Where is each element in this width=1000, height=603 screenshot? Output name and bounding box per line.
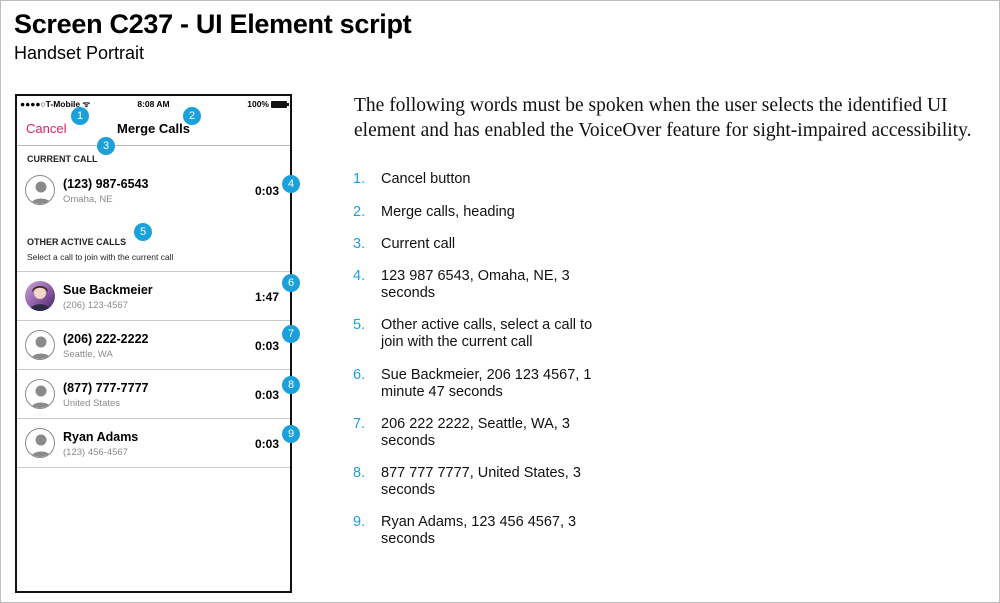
call-location: Seattle, WA <box>63 349 113 360</box>
call-duration: 0:03 <box>254 339 279 353</box>
script-item: 8. 877 777 7777, United States, 3 seconds <box>353 465 613 499</box>
avatar-placeholder-icon <box>25 379 55 409</box>
list-item-call[interactable]: (206) 222-2222 Seattle, WA 0:03 <box>17 321 290 369</box>
script-item: 7. 206 222 2222, Seattle, WA, 3 seconds <box>353 416 613 450</box>
annotation-badge: 1 <box>71 107 89 125</box>
script-item-number: 3. <box>353 236 366 252</box>
script-item-number: 7. <box>353 416 366 432</box>
script-item: 9. Ryan Adams, 123 456 4567, 3 seconds <box>353 514 613 548</box>
annotation-badge: 5 <box>134 223 152 241</box>
call-duration: 0:03 <box>254 388 279 402</box>
divider <box>17 369 290 370</box>
script-item: 4. 123 987 6543, Omaha, NE, 3 seconds <box>353 268 613 302</box>
script-list: 1. Cancel button 2. Merge calls, heading 3… <box>353 171 613 548</box>
page-subtitle: Handset Portrait <box>14 43 145 63</box>
avatar-placeholder-icon <box>25 428 55 458</box>
script-item-number: 2. <box>353 204 366 220</box>
script-item-text: Sue Backmeier, 206 123 4567, 1 minute 47… <box>381 367 592 400</box>
avatar-placeholder-icon <box>25 330 55 360</box>
script-item-text: Other active calls, select a call to joi… <box>381 317 593 350</box>
status-time: 8:08 AM <box>137 99 170 109</box>
script-item: 6. Sue Backmeier, 206 123 4567, 1 minute … <box>353 367 613 401</box>
list-item-call[interactable]: Sue Backmeier (206) 123-4567 1:47 <box>17 272 290 320</box>
contact-photo-avatar <box>25 281 55 311</box>
section-current-call: CURRENT CALL <box>27 154 98 164</box>
script-item: 5. Other active calls, select a call to j… <box>353 317 613 351</box>
avatar-placeholder-icon <box>25 175 55 205</box>
annotation-badge: 4 <box>282 175 300 193</box>
phone-mockup: ●●●●○T-Mobile ᯤ 8:08 AM 100% Cancel Merg… <box>15 94 292 593</box>
call-name: Sue Backmeier <box>63 283 153 297</box>
call-name: Ryan Adams <box>63 430 139 444</box>
list-item-call[interactable]: (877) 777-7777 United States 0:03 <box>17 370 290 418</box>
battery-indicator: 100% <box>247 99 289 109</box>
annotation-badge: 9 <box>282 425 300 443</box>
carrier-label: ●●●●○T-Mobile ᯤ <box>20 99 91 109</box>
script-item-text: Ryan Adams, 123 456 4567, 3 seconds <box>381 514 577 547</box>
call-number: (123) 456-4567 <box>63 447 128 458</box>
cancel-button[interactable]: Cancel <box>26 121 67 136</box>
battery-icon <box>271 100 289 108</box>
script-item-number: 4. <box>353 268 366 284</box>
call-number: (123) 987-6543 <box>63 177 149 191</box>
call-duration: 0:03 <box>254 184 279 198</box>
call-duration: 1:47 <box>254 290 279 304</box>
script-item: 1. Cancel button <box>353 171 613 188</box>
script-item-text: Cancel button <box>381 171 471 187</box>
script-item-number: 9. <box>353 514 366 530</box>
divider <box>17 271 290 272</box>
status-bar: ●●●●○T-Mobile ᯤ 8:08 AM 100% <box>17 96 290 112</box>
script-intro: The following words must be spoken when … <box>354 95 972 141</box>
annotation-badge: 6 <box>282 274 300 292</box>
call-number: (206) 222-2222 <box>63 332 149 346</box>
annotation-badge: 2 <box>183 107 201 125</box>
page-title: Screen C237 - UI Element script <box>14 9 412 39</box>
script-item-text: 877 777 7777, United States, 3 seconds <box>381 465 581 498</box>
list-item-call[interactable]: Ryan Adams (123) 456-4567 0:03 <box>17 419 290 467</box>
section-other-active-calls: OTHER ACTIVE CALLS <box>27 237 127 247</box>
current-call-row[interactable]: (123) 987-6543 Omaha, NE 0:03 <box>17 166 290 214</box>
annotation-badge: 8 <box>282 376 300 394</box>
divider <box>17 418 290 419</box>
annotation-badge: 7 <box>282 325 300 343</box>
script-item: 3. Current call <box>353 236 613 253</box>
divider <box>17 320 290 321</box>
nav-bar: Cancel Merge Calls <box>17 112 290 146</box>
nav-title: Merge Calls <box>117 121 190 136</box>
divider <box>17 467 290 468</box>
call-number: (877) 777-7777 <box>63 381 149 395</box>
script-item-number: 5. <box>353 317 366 333</box>
call-duration: 0:03 <box>254 437 279 451</box>
call-number: (206) 123-4567 <box>63 300 128 311</box>
script-item-text: Merge calls, heading <box>381 204 515 220</box>
script-item-text: 206 222 2222, Seattle, WA, 3 seconds <box>381 416 570 449</box>
call-location: Omaha, NE <box>63 194 113 205</box>
battery-percent: 100% <box>247 99 269 109</box>
other-calls-note: Select a call to join with the current c… <box>27 252 174 262</box>
annotation-badge: 3 <box>97 137 115 155</box>
script-item: 2. Merge calls, heading <box>353 204 613 221</box>
call-location: United States <box>63 398 121 409</box>
script-item-text: Current call <box>381 236 456 252</box>
script-item-number: 1. <box>353 171 366 187</box>
script-item-number: 8. <box>353 465 366 481</box>
script-item-number: 6. <box>353 367 366 383</box>
script-item-text: 123 987 6543, Omaha, NE, 3 seconds <box>381 268 570 301</box>
